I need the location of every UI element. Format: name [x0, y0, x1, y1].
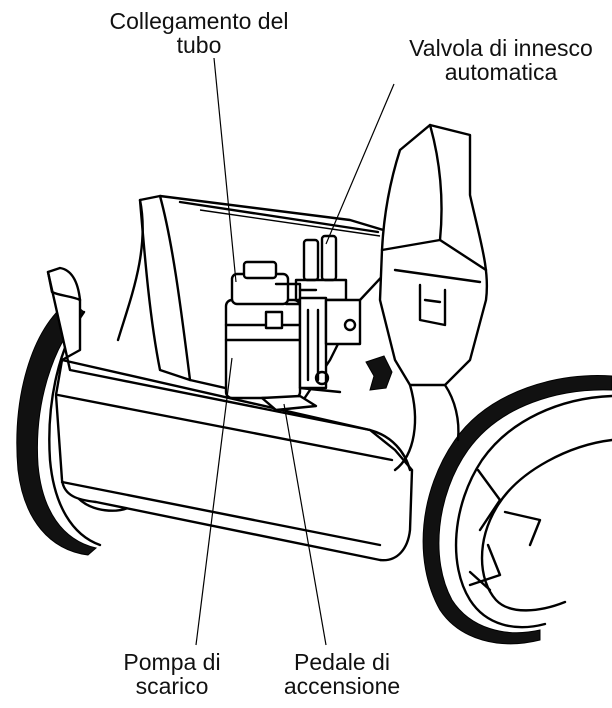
label-hose-connection-line2: tubo: [176, 32, 222, 58]
label-drain-pump-line2: scarico: [135, 673, 209, 699]
drain-pump: [224, 260, 318, 400]
label-drain-pump: Pompa di scarico: [102, 650, 242, 698]
label-power-pedal: Pedale di accensione: [262, 650, 422, 698]
label-power-pedal-line1: Pedale di: [294, 649, 390, 675]
right-wheel: [422, 374, 612, 645]
label-hose-connection-line1: Collegamento del: [109, 8, 289, 34]
power-pedal: [260, 394, 318, 412]
label-priming-valve: Valvola di innesco automatica: [392, 36, 610, 84]
leader-priming-valve: [325, 83, 395, 245]
label-hose-connection: Collegamento del tubo: [84, 9, 314, 57]
label-priming-valve-line1: Valvola di innesco: [409, 35, 593, 61]
priming-valve: [294, 234, 362, 394]
label-drain-pump-line1: Pompa di: [123, 649, 221, 675]
leader-power-pedal: [283, 403, 327, 646]
leader-hose-connection: [213, 57, 237, 283]
leader-lines: [195, 57, 395, 646]
label-priming-valve-line2: automatica: [444, 59, 558, 85]
leader-drain-pump: [195, 357, 233, 646]
label-power-pedal-line2: accensione: [283, 673, 401, 699]
